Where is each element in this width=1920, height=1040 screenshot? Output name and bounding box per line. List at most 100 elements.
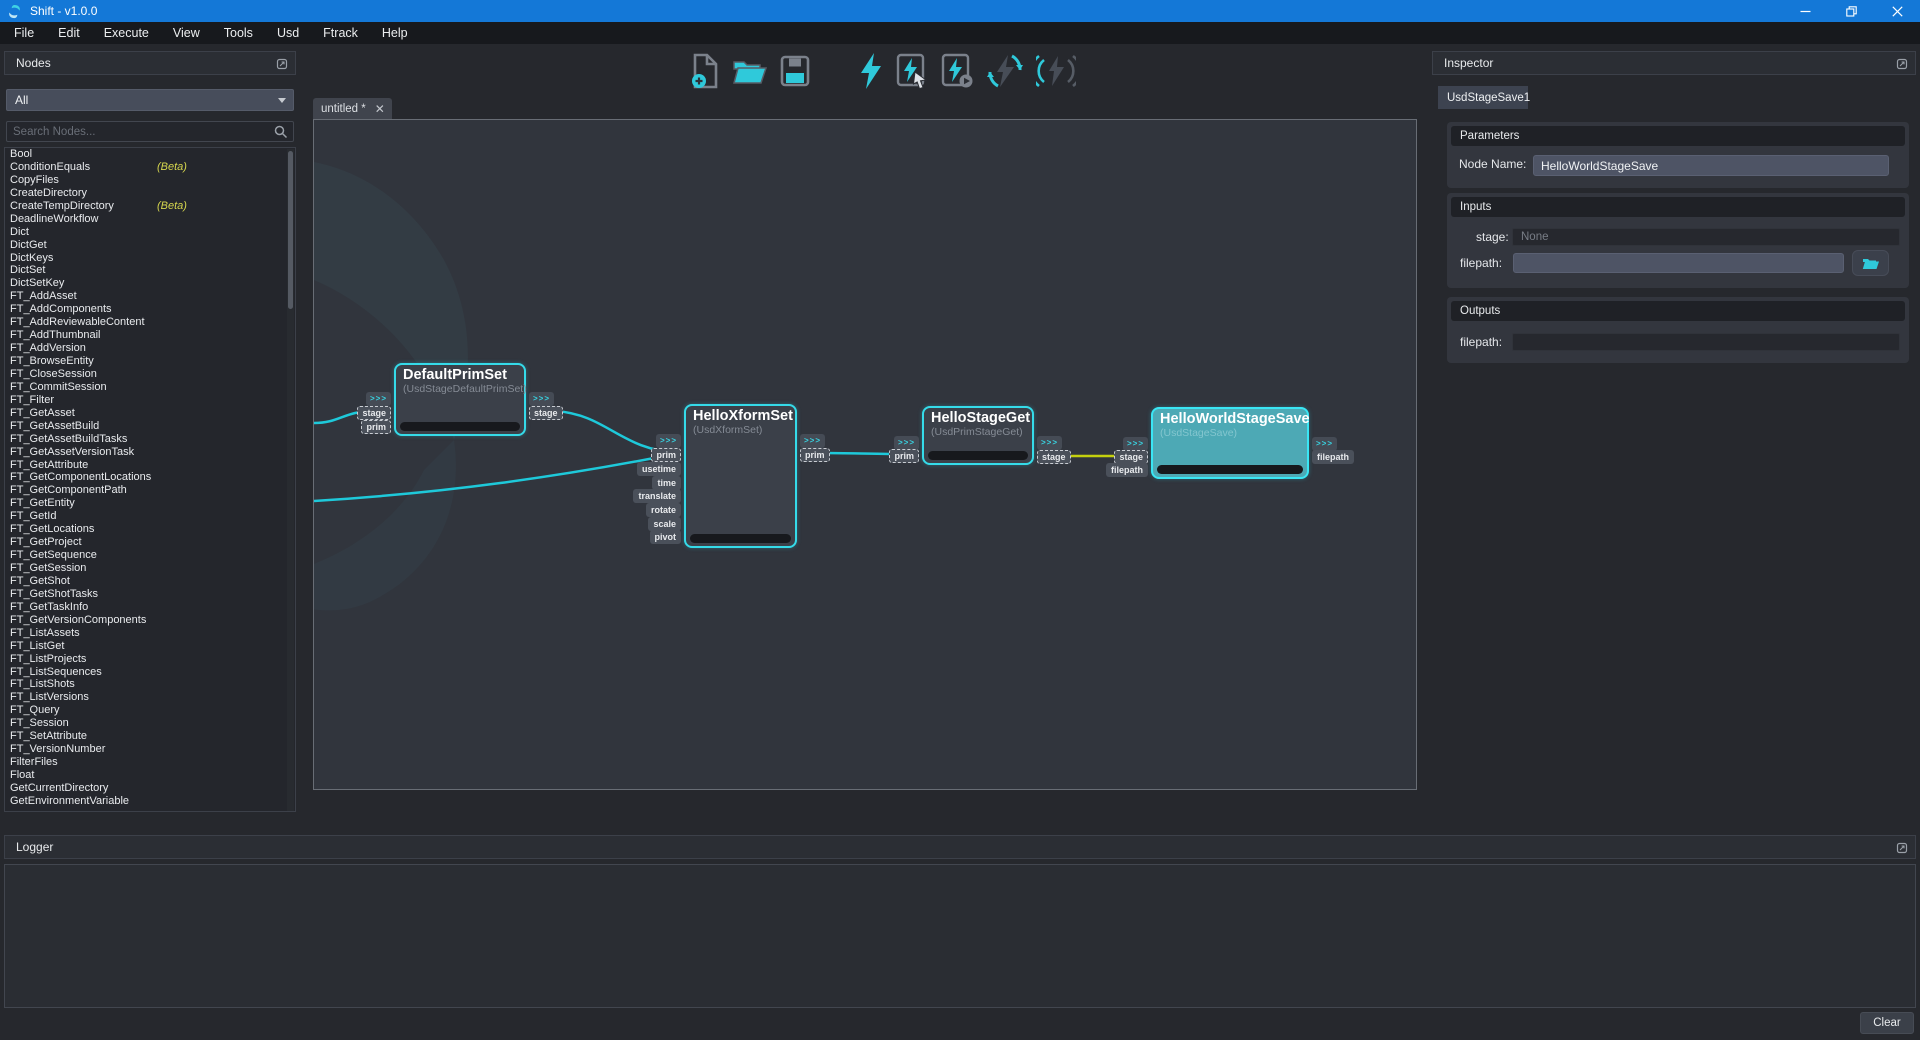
clear-logger-button[interactable]: Clear [1860, 1012, 1914, 1034]
list-item[interactable]: DictSetKey [10, 277, 65, 290]
list-item[interactable]: Dict [10, 225, 29, 238]
browse-filepath-button[interactable] [1852, 250, 1889, 276]
list-item[interactable]: FT_ListShots [10, 678, 75, 691]
port-input-time[interactable]: time [652, 476, 681, 490]
list-item[interactable]: FT_GetComponentPath [10, 484, 127, 497]
port-input-stage[interactable]: stage [357, 406, 391, 420]
list-item[interactable]: GetCurrentDirectory [10, 781, 109, 794]
port-bypass-chevron[interactable]: >>> [529, 392, 555, 406]
port-input-pivot[interactable]: pivot [649, 530, 681, 544]
menu-view[interactable]: View [172, 26, 200, 40]
port-bypass-chevron[interactable]: >>> [800, 434, 826, 448]
inspector-tab-usdstagesave1[interactable]: UsdStageSave1 [1438, 86, 1530, 109]
port-input-prim[interactable]: prim [361, 420, 391, 434]
menu-usd[interactable]: Usd [276, 26, 300, 40]
open-scene-icon[interactable] [732, 56, 768, 86]
close-button[interactable] [1874, 0, 1920, 22]
list-item[interactable]: FT_GetAssetBuild [10, 419, 100, 432]
graph-node[interactable]: HelloWorldStageSave(UsdStageSave) [1151, 407, 1310, 479]
port-output-stage[interactable]: stage [529, 406, 563, 420]
port-bypass-chevron[interactable]: >>> [1312, 437, 1338, 451]
live-execute-icon[interactable] [1036, 54, 1076, 88]
list-item[interactable]: FT_ListSequences [10, 665, 102, 678]
graph-node[interactable]: HelloXformSet(UsdXformSet) [684, 404, 797, 548]
list-item[interactable]: FT_GetShotTasks [10, 587, 99, 600]
list-item[interactable]: FT_AddThumbnail [10, 329, 101, 342]
port-input-prim[interactable]: prim [651, 448, 681, 462]
list-item[interactable]: CreateDirectory [10, 186, 88, 199]
graph-canvas[interactable]: DefaultPrimSet(UsdStageDefaultPrimSet)>>… [313, 119, 1417, 790]
port-input-prim[interactable]: prim [889, 449, 919, 463]
list-item[interactable]: FT_Filter [10, 393, 54, 406]
list-item[interactable]: FT_GetComponentLocations [10, 471, 152, 484]
tab-close-icon[interactable]: ✕ [374, 101, 385, 116]
list-item[interactable]: Bool [10, 148, 33, 160]
list-item[interactable]: FT_AddReviewableContent [10, 316, 145, 329]
list-item[interactable]: FT_ListVersions [10, 691, 89, 704]
menu-execute[interactable]: Execute [103, 26, 149, 40]
re-execute-icon[interactable] [986, 52, 1024, 90]
list-item[interactable]: FT_CloseSession [10, 367, 97, 380]
list-item[interactable]: FT_GetId [10, 510, 57, 523]
list-item[interactable]: FT_GetAssetBuildTasks [10, 432, 128, 445]
list-item[interactable]: DictSet [10, 264, 46, 277]
list-item[interactable]: Float [10, 769, 35, 781]
list-item[interactable]: FT_VersionNumber [10, 743, 106, 756]
execute-up-to-icon[interactable] [941, 53, 974, 90]
port-input-stage[interactable]: stage [1114, 450, 1148, 464]
list-item[interactable]: FT_GetProject [10, 536, 82, 549]
list-item[interactable]: FT_GetAsset [10, 406, 75, 419]
undock-icon[interactable] [1895, 841, 1909, 855]
port-bypass-chevron[interactable]: >>> [1122, 437, 1148, 451]
search-input[interactable] [13, 123, 263, 140]
port-bypass-chevron[interactable]: >>> [1037, 436, 1063, 450]
list-item[interactable]: FT_AddAsset [10, 290, 77, 303]
graph-tab-untitled[interactable]: untitled * ✕ [313, 98, 392, 119]
undock-icon[interactable] [1895, 57, 1909, 71]
list-item[interactable]: FT_ListProjects [10, 652, 87, 665]
scrollbar-thumb[interactable] [288, 151, 293, 309]
list-item[interactable]: FT_BrowseEntity [10, 355, 94, 367]
port-output-stage[interactable]: stage [1037, 450, 1071, 464]
list-item[interactable]: FT_GetSession [10, 562, 87, 574]
list-item[interactable]: FT_GetSequence [10, 549, 97, 562]
save-scene-icon[interactable] [780, 55, 810, 87]
filepath-input[interactable] [1513, 253, 1844, 273]
list-item[interactable]: DeadlineWorkflow [10, 212, 99, 225]
port-bypass-chevron[interactable]: >>> [365, 392, 391, 406]
port-output-filepath[interactable]: filepath [1312, 450, 1355, 464]
new-scene-icon[interactable] [690, 52, 720, 90]
list-item[interactable]: FilterFiles [10, 756, 58, 769]
list-item[interactable]: FT_GetAttribute [10, 458, 89, 471]
list-item[interactable]: FT_CommitSession [10, 380, 107, 393]
execute-selected-icon[interactable] [896, 53, 929, 90]
list-item[interactable]: FT_AddVersion [10, 342, 86, 355]
execute-icon[interactable] [858, 52, 884, 90]
undock-icon[interactable] [275, 57, 289, 71]
menu-file[interactable]: File [14, 26, 35, 40]
port-output-prim[interactable]: prim [800, 448, 830, 462]
list-item[interactable]: ConditionEquals(Beta) [10, 160, 187, 173]
minimize-button[interactable] [1782, 0, 1828, 22]
graph-node[interactable]: HelloStageGet(UsdPrimStageGet) [922, 406, 1034, 465]
list-item[interactable]: FT_ListAssets [10, 626, 80, 639]
list-item[interactable]: FT_GetEntity [10, 497, 75, 510]
restore-button[interactable] [1828, 0, 1874, 22]
list-item[interactable]: FT_GetAssetVersionTask [10, 445, 135, 458]
node-filter-dropdown[interactable]: All [6, 89, 294, 111]
menu-ftrack[interactable]: Ftrack [323, 26, 358, 40]
menu-tools[interactable]: Tools [223, 26, 253, 40]
port-input-scale[interactable]: scale [648, 517, 681, 531]
list-item[interactable]: FT_AddComponents [10, 303, 112, 316]
list-item[interactable]: FT_ListGet [10, 639, 65, 652]
port-bypass-chevron[interactable]: >>> [655, 434, 681, 448]
list-item[interactable]: FT_Query [10, 704, 60, 717]
list-item[interactable]: CreateTempDirectory(Beta) [10, 199, 187, 212]
list-item[interactable]: FT_GetShot [10, 574, 70, 587]
list-item[interactable]: FT_GetLocations [10, 523, 95, 536]
port-input-filepath[interactable]: filepath [1105, 463, 1148, 477]
menu-edit[interactable]: Edit [58, 26, 80, 40]
list-item[interactable]: CopyFiles [10, 173, 59, 186]
port-input-usetime[interactable]: usetime [636, 462, 681, 476]
port-input-translate[interactable]: translate [633, 489, 681, 503]
